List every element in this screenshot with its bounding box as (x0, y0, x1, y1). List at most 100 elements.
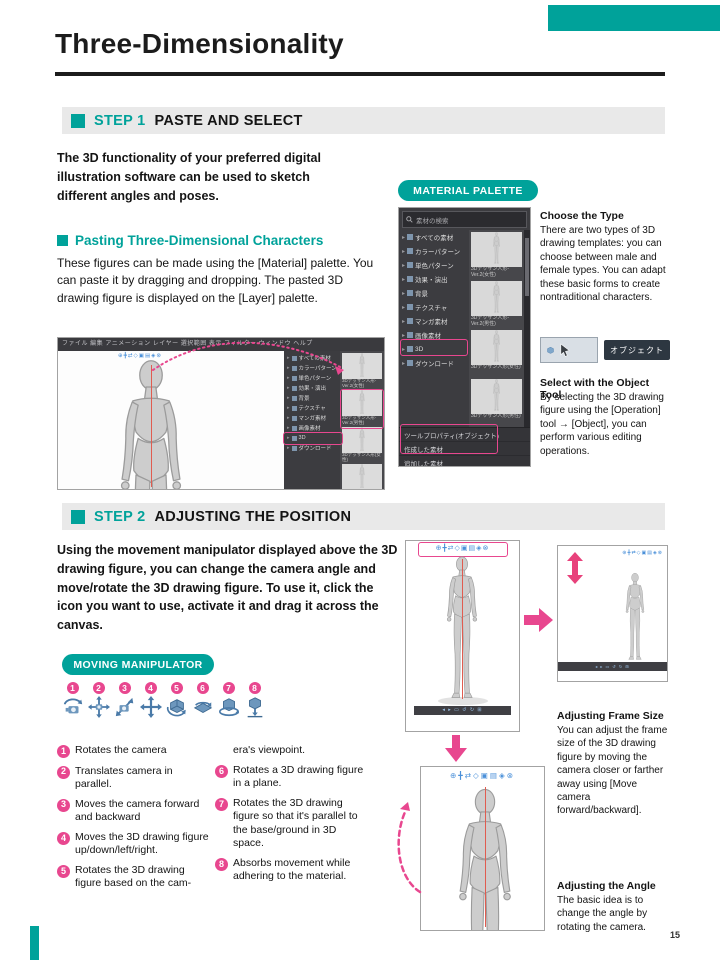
palette-bottom-row[interactable]: 作成した素材 (399, 442, 530, 456)
manipulator-icon-rotate-parallel[interactable]: 7 (216, 682, 241, 718)
legend-text: Rotates the camera (75, 744, 167, 756)
legend-number-badge: 8 (215, 857, 228, 871)
material-search-text: 素材の検索 (416, 217, 449, 225)
manipulator-toolbar[interactable]: ⊕╋⇄◇▣▤◈⊗ (622, 550, 663, 556)
caret-icon: ▸ (287, 415, 290, 421)
mini-category-item[interactable]: ▸ 背景 (287, 395, 310, 402)
object-tool-button[interactable] (540, 337, 598, 363)
material-category-item[interactable]: ▸ 背景 (402, 290, 429, 298)
material-thumbnail[interactable]: 3Dデッサン人形(男性) (471, 379, 522, 425)
frame-size-title: Adjusting Frame Size (557, 710, 664, 722)
object-launcher-bar[interactable]: ◂ ▸ ▭ ↺ ↻ ⊞ (558, 662, 667, 671)
caret-icon: ▸ (287, 435, 290, 441)
material-thumbnail[interactable]: 3Dデッサン人形-Ver.2(女性) (342, 353, 382, 388)
material-thumbnail[interactable]: 3Dデッサン人形(女性) (342, 427, 382, 462)
caret-icon: ▸ (287, 445, 290, 451)
material-thumbnail[interactable]: 3Dデッサン人形(男性) (342, 464, 382, 489)
rotate-figure-plane-icon (193, 701, 212, 714)
figure-3d-model[interactable] (618, 572, 652, 664)
rotate-camera-icon (63, 698, 82, 714)
magnifier-icon (406, 216, 413, 223)
palette-bottom-row[interactable]: 追加した素材 (399, 456, 530, 467)
caret-icon: ▸ (402, 248, 406, 255)
material-thumbnail[interactable]: 3Dデッサン人形(女性) (471, 330, 522, 376)
legend-item: 1 Rotates the camera (57, 744, 209, 758)
manipulator-toolbar[interactable]: ⊕╋⇄◇▣▤◈⊗ (449, 771, 516, 780)
legend-text: Moves the 3D drawing figure up/down/left… (75, 830, 209, 857)
caret-icon: ▸ (402, 360, 406, 367)
material-thumbnail[interactable]: 3Dデッサン人形-Ver.2(女性) (471, 232, 522, 278)
material-category-item[interactable]: ▸ マンガ素材 (402, 318, 448, 326)
thumbnail-caption: 3Dデッサン人形(男性) (471, 414, 521, 419)
material-category-item[interactable]: ▸ 画像素材 (402, 332, 442, 340)
mini-category-item[interactable]: ▸ マンガ素材 (287, 415, 327, 422)
folder-icon (407, 304, 414, 310)
manipulator-icon-rotate-plane[interactable]: 6 (190, 682, 215, 718)
manipulator-icon-rotate-camera[interactable]: 1 (60, 682, 85, 718)
manipulator-icon-camera-forward[interactable]: 3 (112, 682, 137, 718)
mini-category-item[interactable]: ▸ ダウンロード (287, 445, 332, 452)
rotate-figure-camera-icon (166, 699, 186, 717)
palette-bottom-row[interactable]: ツールプロパティ(オブジェクト) (399, 428, 530, 442)
mini-category-item[interactable]: ▸ 効果・演出 (287, 385, 327, 392)
material-category-item[interactable]: ▸ 効果・演出 (402, 276, 448, 284)
object-tool-body: By selecting the 3D drawing figure using… (540, 392, 664, 457)
object-tool-screenshot: オブジェクト (540, 337, 670, 363)
folder-icon (291, 435, 297, 441)
material-thumbnail[interactable]: 3Dデッサン人形-Ver.2(男性) (342, 390, 382, 425)
mini-category-item[interactable]: ▸ 画像素材 (287, 425, 321, 432)
manipulator-toolbar[interactable]: ⊕╋⇄◇▣▤◈⊗ (118, 353, 162, 359)
mini-category-item[interactable]: ▸ すべての素材 (287, 355, 331, 362)
legend-left-column: 1 Rotates the camera 2 Translates camera… (57, 744, 209, 897)
thumbnail-caption: 3Dデッサン人形(女性) (342, 453, 381, 462)
mini-category-item[interactable]: ▸ テクスチャ (287, 405, 326, 412)
material-category-item[interactable]: ▸ カラーパターン (402, 248, 461, 256)
legend-continuation: era's viewpoint. (233, 744, 306, 756)
scrollbar[interactable] (524, 230, 530, 427)
manipulator-icon-translate-camera[interactable]: 2 (86, 682, 111, 718)
icon-number-badge: 7 (222, 682, 235, 694)
legend-number-badge: 1 (57, 745, 70, 758)
angle-screenshot: ⊕╋⇄◇▣▤◈⊗ (420, 766, 545, 931)
material-category-item[interactable]: ▸ 単色パターン (402, 262, 454, 270)
step-square-icon (71, 113, 85, 128)
corner-accent-bar (548, 5, 720, 31)
title-rule (55, 72, 665, 76)
icon-number-badge: 2 (92, 682, 105, 694)
cursor-icon (560, 343, 570, 357)
figure-thumbnail-image (342, 390, 382, 416)
step1-label: STEP 1 (94, 112, 146, 129)
mini-category-item[interactable]: ▸ 3D (287, 435, 306, 441)
thumbnail-caption: 3Dデッサン人形-Ver.2(男性) (342, 416, 377, 425)
legend-text: Moves the camera forward and backward (75, 797, 200, 823)
caret-icon: ▸ (287, 375, 290, 381)
move-figure-icon (139, 696, 162, 718)
material-thumbnail[interactable]: 3Dデッサン人形-Ver.2(男性) (471, 281, 522, 327)
material-category-item[interactable]: ▸ ダウンロード (402, 360, 455, 368)
thumbnail-caption: 3Dデッサン人形-Ver.2(男性) (471, 316, 510, 327)
manipulator-icon-move-figure[interactable]: 4 (138, 682, 163, 718)
folder-icon (407, 248, 414, 254)
material-category-item[interactable]: ▸ すべての素材 (402, 234, 454, 242)
caret-icon: ▸ (287, 385, 290, 391)
choose-type-body: There are two types of 3D drawing templa… (540, 225, 666, 303)
canvas-area[interactable]: ⊕╋⇄◇▣▤◈⊗ (58, 351, 284, 489)
manipulator-icon-snap[interactable]: 8 (242, 682, 267, 718)
scrollbar-thumb[interactable] (525, 238, 529, 296)
material-search-field[interactable]: 素材の検索 (402, 211, 527, 228)
figure-thumbnail-image (471, 379, 522, 414)
mini-category-item[interactable]: ▸ カラーパターン (287, 365, 337, 372)
object-launcher-bar[interactable]: ◂ ▸ ▭ ↺ ↻ ⊞ (414, 706, 511, 715)
figure-thumbnail-image (342, 427, 382, 453)
legend-number-badge: 6 (215, 764, 228, 778)
material-category-item[interactable]: ▸ 3D (402, 345, 424, 353)
mini-category-item[interactable]: ▸ 単色パターン (287, 375, 332, 382)
step1-intro: The 3D functionality of your preferred d… (57, 151, 321, 203)
folder-icon (291, 355, 297, 361)
manipulator-toolbar[interactable]: ⊕╋⇄◇▣▤◈⊗ (435, 545, 490, 552)
material-category-item[interactable]: ▸ テクスチャ (402, 304, 448, 312)
manipulator-icon-rotate-figure[interactable]: 5 (164, 682, 189, 718)
icon-number-badge: 1 (66, 682, 79, 694)
material-thumbnail-list: 3Dデッサン人形-Ver.2(女性) 3Dデッサン人形-Ver.2(男性) 3D… (469, 230, 524, 427)
